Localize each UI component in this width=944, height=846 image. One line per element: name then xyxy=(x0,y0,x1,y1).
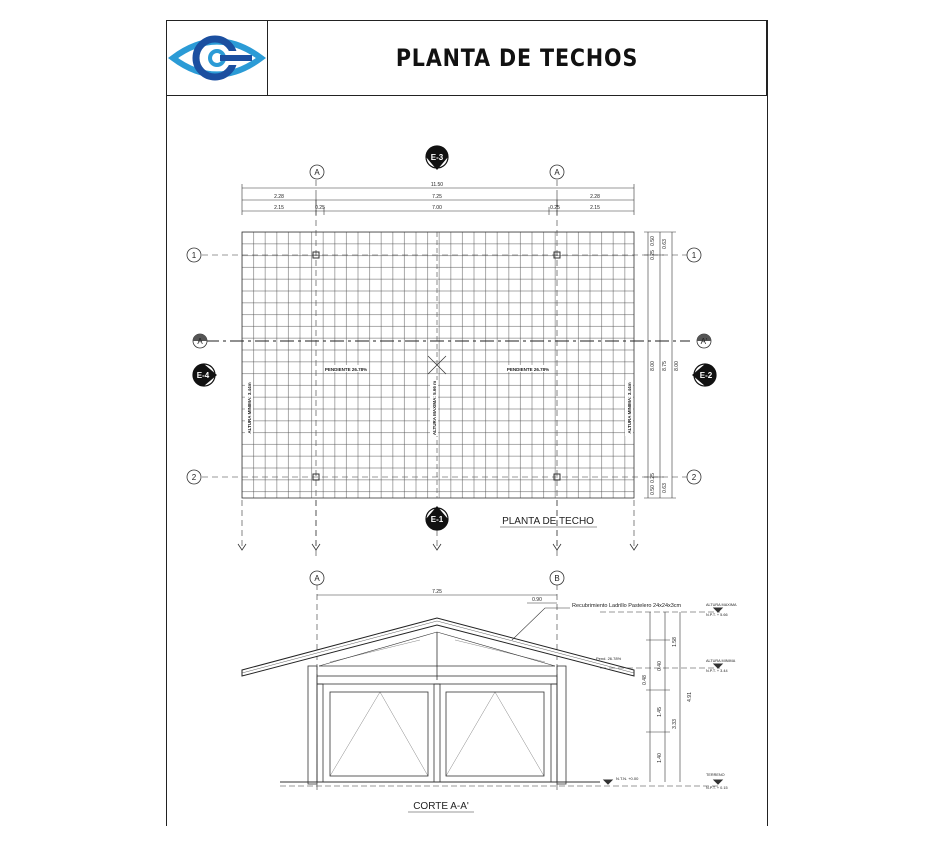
title-block: PLANTA DE TECHOS xyxy=(166,20,767,96)
dim-r-c3: 0.63 xyxy=(662,483,668,493)
plan-notes: PENDIENTE 26.78% PENDIENTE 26.78% ALTURA… xyxy=(245,365,633,528)
level-value: N.P.T. + 0.15 xyxy=(706,786,728,790)
sheet-border xyxy=(166,20,768,826)
dim-r-c1: 0.25 xyxy=(650,473,656,483)
dim-total: 11.50 xyxy=(431,182,443,188)
section-caption: CORTE A-A' xyxy=(413,801,469,812)
dim-r-b1: 0.63 xyxy=(662,239,668,249)
dim-left: 2.28 xyxy=(274,194,284,200)
vert-dim: 0.40 xyxy=(657,661,663,671)
section-dim-total: 7.25 xyxy=(432,589,442,595)
section-mark-left: A xyxy=(197,337,203,346)
company-logo xyxy=(167,21,268,95)
level-value: N.P.T. + 3.44 xyxy=(706,669,728,673)
grid-bubbles-section: A B xyxy=(309,570,565,586)
elevation-bottom-label: E-1 xyxy=(431,515,444,524)
level-label: TERRENO xyxy=(706,773,725,777)
slope-left: PENDIENTE 26.78% xyxy=(325,367,367,372)
vert-dim: 3.33 xyxy=(672,719,678,729)
grid-row-label: 1 xyxy=(692,251,697,260)
section-mark-right-icon: A' xyxy=(696,333,712,349)
elevation-marker-right-icon: E-2 xyxy=(692,363,717,387)
grid-row-label: 2 xyxy=(192,473,197,482)
roof-plan xyxy=(202,180,690,560)
plan-caption: PLANTA DE TECHO xyxy=(502,516,594,527)
section-col-label: B xyxy=(554,574,559,583)
grid-row-label: 1 xyxy=(192,251,197,260)
dim-r-total: 8.00 xyxy=(674,361,680,371)
dim-r-mid2: 8.75 xyxy=(662,361,668,371)
dim-sub-left: 2.15 xyxy=(274,205,284,211)
slope-right: PENDIENTE 26.78% xyxy=(507,367,549,372)
level-label: ALTURA MINIMA xyxy=(706,659,736,663)
dim-sub-right-col: 0.25 xyxy=(550,205,560,211)
section-dim-right: 0.90 xyxy=(532,597,542,603)
section-mark-right: A' xyxy=(701,337,708,346)
section-mark-left-icon: A xyxy=(192,333,208,349)
section-texts: 7.25 0.90 Recubrimiento Ladrillo Pastele… xyxy=(408,589,737,813)
vert-dim: 1.58 xyxy=(672,637,678,647)
elevation-left-label: E-4 xyxy=(197,371,210,380)
dim-sub-left-col: 0.25 xyxy=(315,205,325,211)
dim-sub-right: 2.15 xyxy=(590,205,600,211)
roof-tiles xyxy=(241,231,635,499)
dim-mid: 7.25 xyxy=(432,194,442,200)
vert-dim: 0.48 xyxy=(642,675,648,685)
level-value: N.P.T. + 5.66 xyxy=(706,613,728,617)
dim-right: 2.28 xyxy=(590,194,600,200)
section-col-label: A xyxy=(314,574,320,583)
dim-r-a2: 0.25 xyxy=(650,250,656,260)
right-dimensions xyxy=(644,231,676,499)
elevation-top-label: E-3 xyxy=(431,153,444,162)
dim-r-c2: 0.50 xyxy=(650,485,656,495)
grid-row-label: 2 xyxy=(692,473,697,482)
section-drawing xyxy=(241,584,724,790)
vert-dim: 1.45 xyxy=(657,707,663,717)
top-dimensions xyxy=(241,184,635,215)
grid-bubbles-plan: A A 1 1 2 2 xyxy=(186,164,702,485)
level-label: ALTURA MAXIMA xyxy=(706,603,737,607)
dim-sub-mid: 7.00 xyxy=(432,205,442,211)
elevation-marker-bottom-icon: E-1 xyxy=(425,506,449,531)
grid-col-label: A xyxy=(314,168,320,177)
dim-r-a1: 0.50 xyxy=(650,236,656,246)
elevation-right-label: E-2 xyxy=(700,371,713,380)
floor-label: N.T.N. +0.00 xyxy=(616,776,639,781)
projection-lines xyxy=(241,500,635,548)
height-center: ALTURA MAXIMA: 5.66 m xyxy=(432,381,437,435)
height-right: ALTURA MINIMA: 3.44m xyxy=(627,382,632,433)
elevation-markers: E-3 E-1 E-4 E-2 A A' xyxy=(192,145,717,531)
roof-note: Recubrimiento Ladrillo Pastelero 24x24x3… xyxy=(572,603,682,609)
vert-dim: 1.40 xyxy=(657,753,663,763)
eye-logo-icon xyxy=(167,35,267,81)
grid-col-label: A xyxy=(554,168,560,177)
elevation-marker-left-icon: E-4 xyxy=(192,363,217,387)
dim-r-mid: 8.00 xyxy=(650,361,656,371)
plan-dimension-texts: 11.50 2.28 7.25 2.28 2.15 0.25 7.00 0.25… xyxy=(274,182,680,495)
sheet-title: PLANTA DE TECHOS xyxy=(395,44,639,72)
height-left: ALTURA MINIMA: 3.44m xyxy=(247,382,252,433)
slope-note: Pend. 26.78% xyxy=(596,656,622,661)
elevation-marker-top-icon: E-3 xyxy=(425,145,449,170)
vert-dim: 4.91 xyxy=(687,692,693,702)
